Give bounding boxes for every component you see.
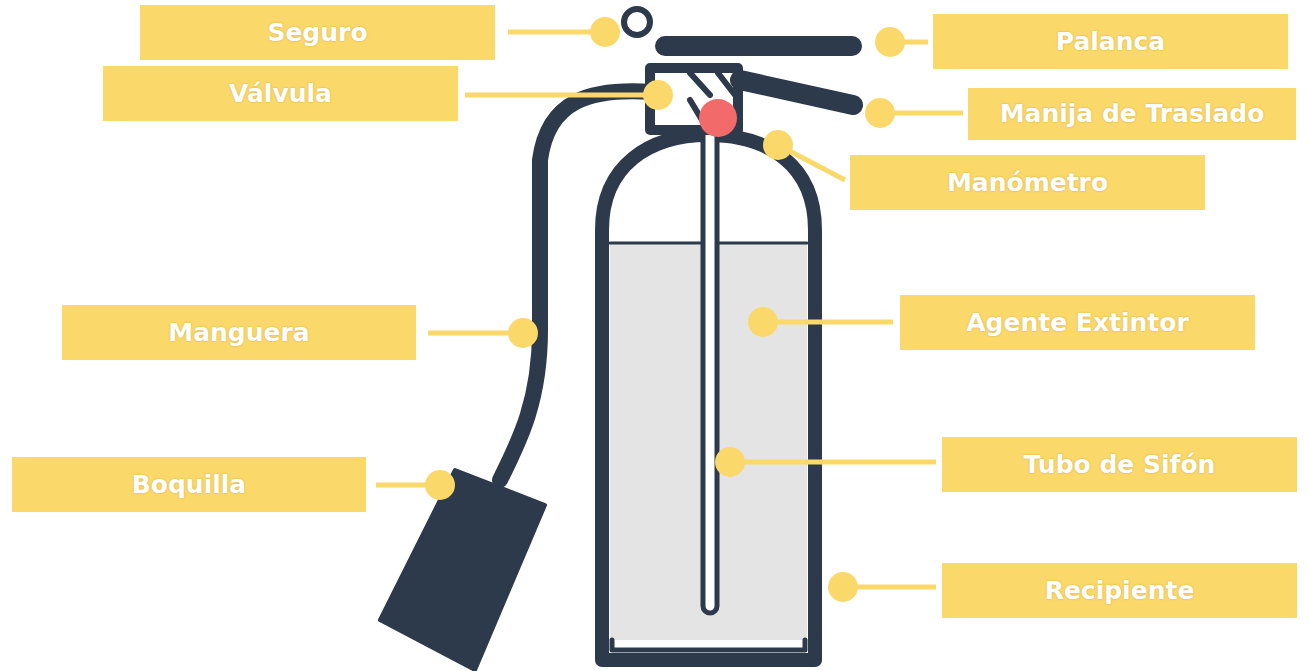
- label-box: Válvula: [103, 66, 458, 121]
- part-label: Manómetro: [947, 168, 1108, 198]
- part-label: Agente Extintor: [966, 308, 1189, 338]
- label-box: Boquilla: [12, 457, 366, 512]
- label-box: Manguera: [62, 305, 416, 360]
- label-box: Agente Extintor: [900, 295, 1255, 350]
- part-label: Manija de Traslado: [1000, 99, 1265, 129]
- base: [612, 640, 805, 650]
- pressure-gauge: [699, 99, 737, 137]
- part-label: Palanca: [1056, 27, 1165, 57]
- pin-ring: [624, 9, 650, 35]
- leader-lines: [376, 17, 963, 602]
- nozzle: [380, 470, 545, 670]
- siphon-tube: [703, 125, 717, 613]
- carry-handle: [740, 80, 853, 105]
- part-label: Válvula: [229, 79, 332, 109]
- label-box: Tubo de Sifón: [942, 437, 1297, 492]
- part-label: Recipiente: [1045, 576, 1195, 606]
- part-label: Tubo de Sifón: [1024, 450, 1216, 480]
- part-label: Seguro: [267, 18, 367, 48]
- label-box: Seguro: [140, 5, 495, 60]
- label-box: Manómetro: [850, 155, 1205, 210]
- label-box: Recipiente: [942, 563, 1297, 618]
- label-box: Manija de Traslado: [968, 88, 1296, 140]
- label-box: Palanca: [933, 14, 1288, 69]
- part-label: Manguera: [168, 318, 309, 348]
- lever: [665, 36, 852, 56]
- part-label: Boquilla: [132, 470, 247, 500]
